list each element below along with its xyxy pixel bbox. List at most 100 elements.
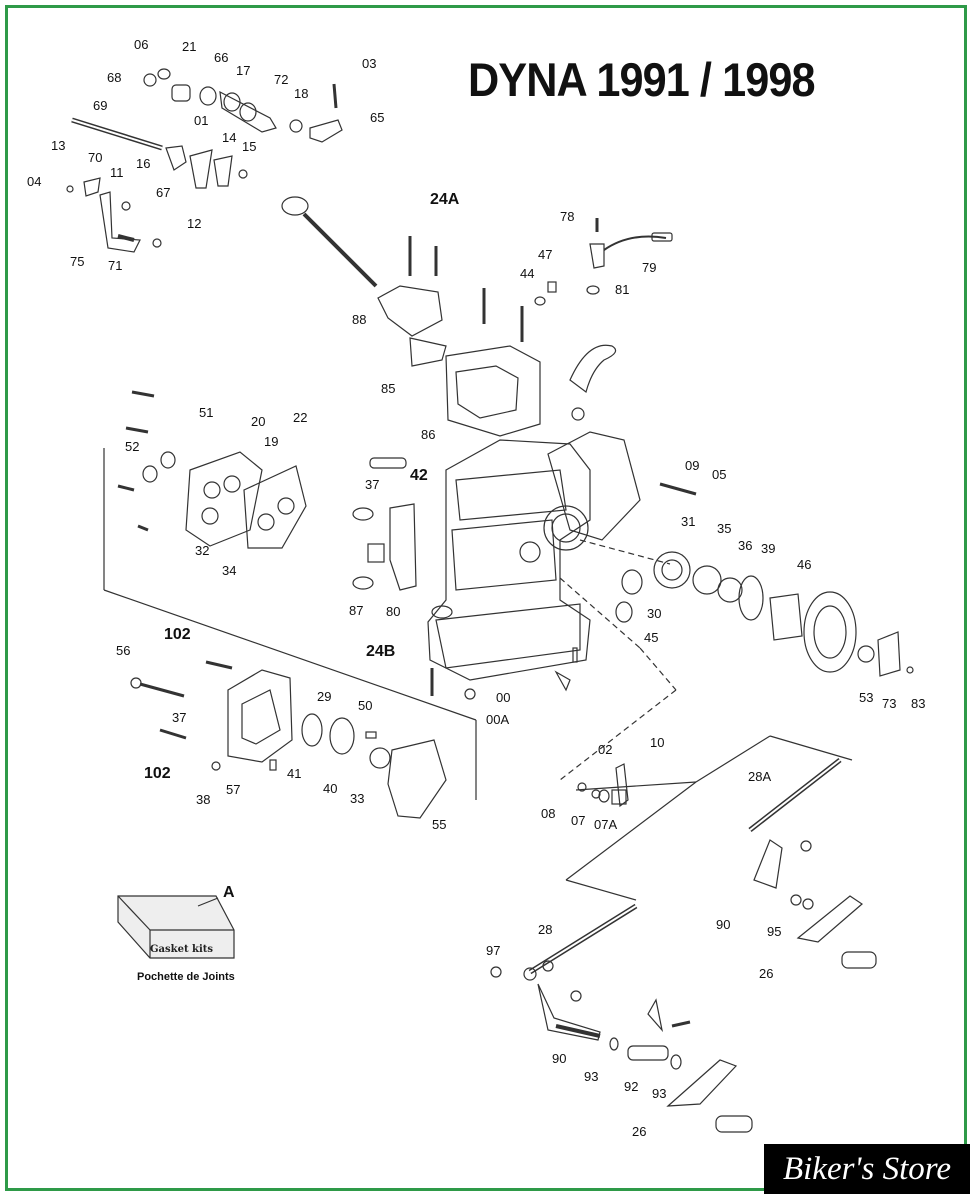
part-label: 47 <box>538 247 553 262</box>
part-label: 102 <box>164 626 191 643</box>
part-label: 93 <box>584 1069 599 1084</box>
part-label: 35 <box>717 521 732 536</box>
part-label: 83 <box>911 696 926 711</box>
part-label: 45 <box>644 630 659 645</box>
part-label: 31 <box>681 514 696 529</box>
part-label: 37 <box>172 710 187 725</box>
part-label: 55 <box>432 817 447 832</box>
part-label: 28 <box>538 922 553 937</box>
part-label: 80 <box>386 604 401 619</box>
part-label: 32 <box>195 543 210 558</box>
part-label: 30 <box>647 606 662 621</box>
part-label: 95 <box>767 924 782 939</box>
part-label: 102 <box>144 765 171 782</box>
part-label: 57 <box>226 782 241 797</box>
part-label: 05 <box>712 467 727 482</box>
part-label: 08 <box>541 806 556 821</box>
part-label: 41 <box>287 766 302 781</box>
part-label: 29 <box>317 689 332 704</box>
part-label: 87 <box>349 603 364 618</box>
part-label: 52 <box>125 439 140 454</box>
part-label: 01 <box>194 113 209 128</box>
part-label: 39 <box>761 541 776 556</box>
part-label: 53 <box>859 690 874 705</box>
part-label: 73 <box>882 696 897 711</box>
part-label: 70 <box>88 150 103 165</box>
side-covers-left <box>103 390 477 800</box>
part-label: 75 <box>70 254 85 269</box>
part-label: 93 <box>652 1086 667 1101</box>
part-label: 68 <box>107 70 122 85</box>
part-label: 51 <box>199 405 214 420</box>
part-label: 04 <box>27 174 42 189</box>
part-label: 38 <box>196 792 211 807</box>
part-label: 79 <box>642 260 657 275</box>
part-label: 85 <box>381 381 396 396</box>
part-label: 28A <box>748 769 772 784</box>
speed-sensor <box>534 218 673 306</box>
gasket-kit-label: Gasket kits <box>150 944 214 955</box>
part-label: 15 <box>242 139 257 154</box>
part-label: 88 <box>352 312 367 327</box>
part-label: 13 <box>51 138 66 153</box>
part-label: 00A <box>486 712 510 727</box>
part-label: 72 <box>274 72 289 87</box>
part-label: A <box>223 884 235 901</box>
part-label: 37 <box>365 477 380 492</box>
part-label: 26 <box>632 1124 647 1139</box>
green-frame <box>5 5 967 1191</box>
part-label: 50 <box>358 698 373 713</box>
part-label: 21 <box>182 39 197 54</box>
part-label: 90 <box>552 1051 567 1066</box>
part-label: 09 <box>685 458 700 473</box>
part-label: 06 <box>134 37 149 52</box>
part-label: 14 <box>222 130 237 145</box>
shifter-drum-group <box>66 68 343 253</box>
part-label: 92 <box>624 1079 639 1094</box>
part-label: 07 <box>571 813 586 828</box>
part-label: 66 <box>214 50 229 65</box>
part-label: 86 <box>421 427 436 442</box>
part-label: 02 <box>598 742 613 757</box>
part-label: 24A <box>430 191 460 208</box>
mainshaft-parts <box>559 482 914 781</box>
part-label: 00 <box>496 690 511 705</box>
store-logo: Biker's Store <box>764 1144 970 1194</box>
part-label: 69 <box>93 98 108 113</box>
part-label: 46 <box>797 557 812 572</box>
gasket-kit-box <box>117 895 235 959</box>
part-label: 34 <box>222 563 237 578</box>
part-label: 26 <box>759 966 774 981</box>
part-label: 40 <box>323 781 338 796</box>
part-label: 10 <box>650 735 665 750</box>
part-label: 81 <box>615 282 630 297</box>
part-label: 22 <box>293 410 308 425</box>
transmission-side-door <box>130 660 447 819</box>
shifter-linkage <box>490 735 877 1133</box>
part-label: 36 <box>738 538 753 553</box>
part-label: 44 <box>520 266 535 281</box>
part-label: 78 <box>560 209 575 224</box>
page-title: DYNA 1991 / 1998 <box>468 53 816 106</box>
part-label: 20 <box>251 414 266 429</box>
part-label: 65 <box>370 110 385 125</box>
gasket-kit-caption: Pochette de Joints <box>137 971 235 983</box>
part-label: 12 <box>187 216 202 231</box>
part-label: 03 <box>362 56 377 71</box>
part-label: 19 <box>264 434 279 449</box>
part-label: 42 <box>410 467 428 484</box>
part-label: 17 <box>236 63 251 78</box>
part-label: 33 <box>350 791 365 806</box>
part-label: 18 <box>294 86 309 101</box>
part-label: 71 <box>108 258 123 273</box>
part-label: 24B <box>366 643 396 660</box>
part-label: 90 <box>716 917 731 932</box>
part-label: 97 <box>486 943 501 958</box>
part-label: 11 <box>110 165 124 180</box>
part-label: 07A <box>594 817 618 832</box>
part-label: 67 <box>156 185 171 200</box>
transmission-case <box>352 431 641 700</box>
part-label: 56 <box>116 643 131 658</box>
